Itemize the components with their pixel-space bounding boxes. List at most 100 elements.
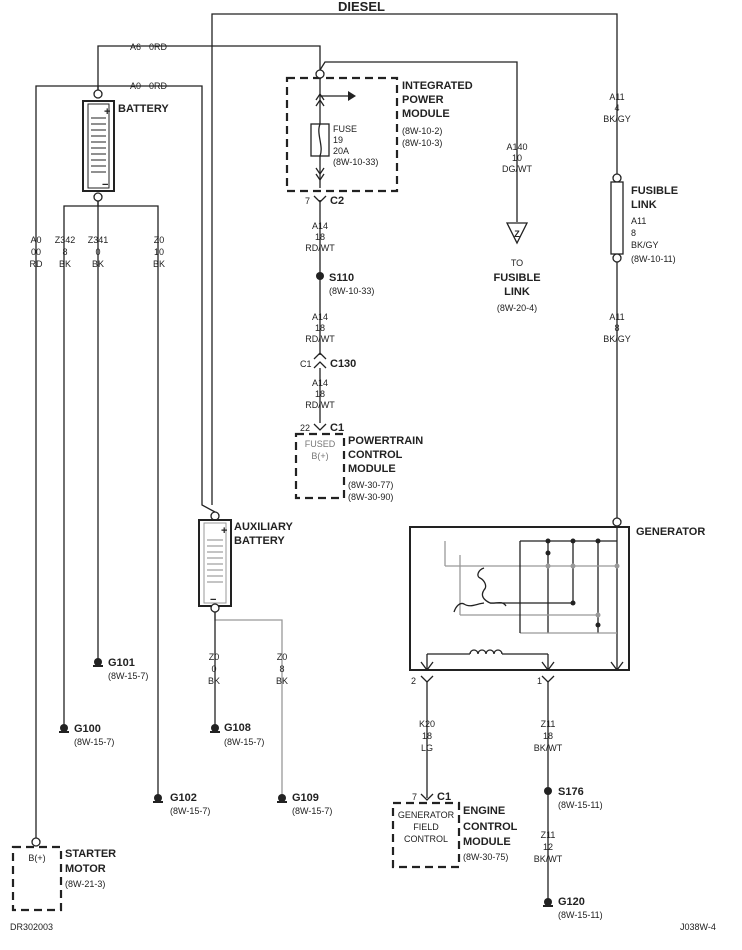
s110-ref: (8W-10-33) bbox=[329, 286, 374, 296]
wire-a11-lower-gauge: 8 bbox=[614, 323, 619, 333]
wire-z0-1-gauge: 10 bbox=[154, 247, 164, 257]
pcm-inner-2: B(+) bbox=[311, 451, 328, 461]
ground-g100: G100 (8W-15-7) bbox=[59, 723, 114, 747]
wire-a14-1-color: RD/WT bbox=[305, 243, 335, 253]
wire-z341-gauge: 0 bbox=[95, 247, 100, 257]
wire-labels: A6 0RD A0 0RD A11 4 BK/GY A11 8 BK/GY A1… bbox=[30, 42, 631, 864]
engine-control-module: 7 C1 GENERATOR FIELD CONTROL ENGINE CONT… bbox=[391, 791, 518, 869]
c130-connector: C1 C130 bbox=[300, 352, 356, 370]
s176-ref: (8W-15-11) bbox=[558, 800, 603, 810]
ground-g101: G101 (8W-15-7) bbox=[93, 657, 148, 681]
battery-positive-terminal bbox=[93, 89, 103, 99]
fusible-link: FUSIBLE LINK A11 8 BK/GY (8W-10-11) bbox=[610, 173, 678, 264]
wire-z0-3-color: BK bbox=[276, 676, 288, 686]
ipm-chevron-top bbox=[315, 92, 325, 101]
pcm-ref-2: (8W-30-90) bbox=[348, 492, 393, 502]
starter-ref: (8W-21-3) bbox=[65, 879, 105, 889]
pcm-connector-label: C1 bbox=[330, 422, 344, 434]
fuse-ref: (8W-10-33) bbox=[333, 157, 378, 167]
g109-label: G109 bbox=[292, 792, 319, 804]
aux-battery-negative-terminal bbox=[210, 603, 220, 613]
wire-z0-1-color: BK bbox=[153, 259, 165, 269]
c130-pin: C1 bbox=[300, 359, 312, 369]
wire-a0-left bbox=[35, 85, 98, 838]
generator-stator-windings bbox=[453, 567, 507, 613]
wire-z0-2-color: BK bbox=[208, 676, 220, 686]
fusible-link-label-2: LINK bbox=[631, 199, 657, 211]
fuse-label: FUSE bbox=[333, 124, 357, 134]
g100-ground-icon bbox=[60, 724, 68, 732]
ecm-connector-label: C1 bbox=[437, 791, 451, 803]
ecm-ref: (8W-30-75) bbox=[463, 852, 508, 862]
wire-z0-1-code: Z0 bbox=[154, 235, 165, 245]
aux-battery-label-2: BATTERY bbox=[234, 535, 285, 547]
generator-label: GENERATOR bbox=[636, 526, 705, 538]
ecm-pin: 7 bbox=[412, 792, 417, 802]
g102-ref: (8W-15-7) bbox=[170, 806, 210, 816]
battery-plus-sign: + bbox=[104, 106, 110, 118]
ground-g108: G108 (8W-15-7) bbox=[210, 722, 264, 747]
ecm-label-1: ENGINE bbox=[463, 805, 505, 817]
fusible-link-label-1: FUSIBLE bbox=[631, 185, 678, 197]
c130-icon-bottom bbox=[313, 361, 327, 369]
ipm-chevron-bottom bbox=[315, 167, 325, 176]
to-fusible-link: Z TO FUSIBLE LINK (8W-20-4) bbox=[493, 222, 541, 313]
starter-label-2: MOTOR bbox=[65, 863, 106, 875]
wire-a140-color: DG/WT bbox=[502, 164, 532, 174]
wire-z0-2-gauge: 0 bbox=[211, 664, 216, 674]
ipm-label-3: MODULE bbox=[402, 108, 450, 120]
wire-z342-gauge: 8 bbox=[62, 247, 67, 257]
footer-left-code: DR302003 bbox=[10, 922, 53, 932]
ecm-label-3: MODULE bbox=[463, 836, 511, 848]
wire-a14-1-gauge: 18 bbox=[315, 232, 325, 242]
s110-splice: S110 (8W-10-33) bbox=[316, 272, 374, 296]
battery-negative-terminal bbox=[93, 192, 103, 202]
auxiliary-battery: + − AUXILIARY BATTERY bbox=[198, 511, 294, 613]
g100-label: G100 bbox=[74, 723, 101, 735]
ipm-outline bbox=[285, 76, 399, 193]
s110-label: S110 bbox=[329, 272, 354, 284]
fusible-link-bottom-node bbox=[612, 253, 622, 263]
wire-z341-code: Z341 bbox=[88, 235, 109, 245]
to-fusible-ref: (8W-20-4) bbox=[497, 303, 537, 313]
c130-label: C130 bbox=[330, 358, 356, 370]
generator-output-terminal bbox=[612, 517, 622, 527]
generator: GENERATOR 2 1 bbox=[409, 517, 705, 686]
wire-a14-3-code: A14 bbox=[312, 378, 328, 388]
ecm-label-2: CONTROL bbox=[463, 821, 518, 833]
wire-z11-2-color: BK/WT bbox=[534, 854, 563, 864]
wire-a14-2-code: A14 bbox=[312, 312, 328, 322]
ipm-arrow-icon bbox=[348, 91, 356, 101]
wire-z342-code: Z342 bbox=[55, 235, 76, 245]
ground-g120: G120 (8W-15-11) bbox=[543, 896, 603, 920]
wire-z11-2-gauge: 12 bbox=[543, 842, 553, 852]
fusible-link-top-node bbox=[612, 173, 622, 183]
ground-g102: G102 (8W-15-7) bbox=[153, 792, 210, 816]
starter-terminal bbox=[31, 837, 41, 847]
g102-label: G102 bbox=[170, 792, 197, 804]
aux-battery-minus-sign: − bbox=[210, 594, 216, 606]
battery-label: BATTERY bbox=[118, 103, 169, 115]
generator-pin-2: 2 bbox=[411, 676, 416, 686]
footer-right-code: J038W-4 bbox=[680, 922, 716, 932]
wire-a14-2-color: RD/WT bbox=[305, 334, 335, 344]
ipm-label-2: POWER bbox=[402, 94, 444, 106]
fuse-rating: 20A bbox=[333, 146, 349, 156]
diesel-label: DIESEL bbox=[338, 0, 385, 14]
wire-k20-code: K20 bbox=[419, 719, 435, 729]
ipm-label-1: INTEGRATED bbox=[402, 80, 473, 92]
g108-label: G108 bbox=[224, 722, 251, 734]
generator-output-arrow bbox=[610, 661, 624, 672]
g108-ref: (8W-15-7) bbox=[224, 737, 264, 747]
s176-splice: S176 (8W-15-11) bbox=[544, 786, 603, 810]
wire-a14-3-color: RD/WT bbox=[305, 400, 335, 410]
fuse-number: 19 bbox=[333, 135, 343, 145]
s176-label: S176 bbox=[558, 786, 584, 798]
wire-a0-color: 0RD bbox=[149, 81, 168, 91]
g120-label: G120 bbox=[558, 896, 585, 908]
wire-z0-3-gauge: 8 bbox=[279, 664, 284, 674]
generator-diode-bridge bbox=[444, 538, 620, 634]
aux-battery-label-1: AUXILIARY bbox=[234, 521, 294, 533]
ecm-inner-3: CONTROL bbox=[404, 834, 448, 844]
wire-z11-1-color: BK/WT bbox=[534, 743, 563, 753]
